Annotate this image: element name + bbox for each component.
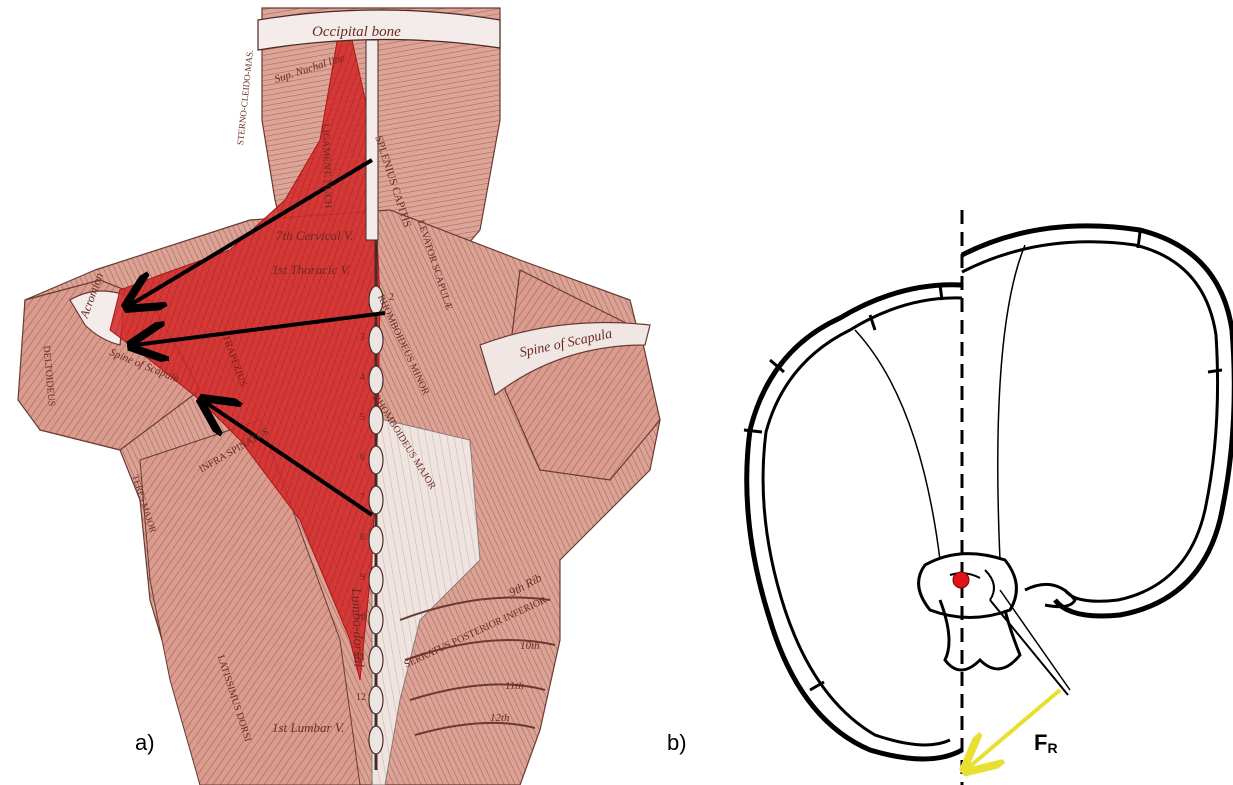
vertebra-number: 2	[389, 292, 394, 303]
vertebra-body	[919, 554, 1075, 670]
vertebra-number: 10	[356, 612, 366, 623]
vertebra-number: 11	[356, 652, 366, 663]
vertebra-number: 8	[360, 532, 365, 543]
panel-b-thorax-section: b) FR	[700, 0, 1233, 785]
label-lumbar-1: 1st Lumbar V.	[272, 720, 344, 736]
vertebra-number: 12	[356, 692, 366, 703]
vertebra-number: 9	[360, 572, 365, 583]
label-rib-12: 12th	[490, 712, 510, 724]
vertebra-number: 7	[360, 492, 365, 503]
label-occipital-bone: Occipital bone	[312, 24, 401, 41]
label-rib-10: 10th	[520, 640, 540, 652]
label-rib-11: 11th	[505, 680, 524, 692]
label-cervical-7: 7th Cervical V.	[276, 228, 353, 244]
left-rib-ring	[747, 285, 962, 759]
force-subscript: R	[1047, 740, 1057, 756]
label-thoracic-1: 1st Thoracic V.	[272, 262, 350, 278]
vertebra-number: 5	[360, 412, 365, 423]
rib-joints	[744, 232, 1222, 690]
vertebra-number: 6	[360, 452, 365, 463]
force-label-fr: FR	[1034, 730, 1058, 756]
thorax-cross-section-drawing	[700, 0, 1233, 785]
panel-a-back-muscles: Occipital bone Sup. Nuchal line LIGAMENT…	[0, 0, 700, 785]
transverse-process-line	[990, 600, 1068, 695]
right-rib-ring	[962, 226, 1233, 616]
panel-b-label: b)	[667, 730, 687, 756]
force-arrow-fr	[968, 690, 1060, 768]
vertebra-number: 4	[360, 372, 365, 383]
rotation-center-point	[953, 572, 969, 588]
vertebra-number: 3	[360, 332, 365, 343]
force-symbol: F	[1034, 730, 1047, 755]
panel-a-label: a)	[135, 730, 155, 756]
